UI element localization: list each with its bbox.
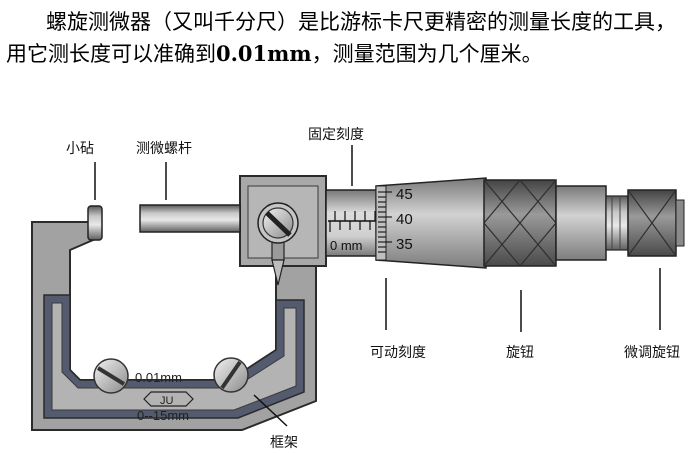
- knob[interactable]: [483, 179, 629, 267]
- label-anvil: 小砧: [66, 141, 94, 157]
- thimble: 45 40 35: [375, 177, 487, 269]
- label-frame: 框架: [270, 435, 298, 451]
- spindle: [139, 204, 241, 233]
- label-fixed-scale: 固定刻度: [308, 127, 364, 143]
- brand-logo-text: JU: [160, 395, 174, 407]
- intro-paragraph: 螺旋测微器（又叫千分尺）是比游标卡尺更精密的测量长度的工具，用它测长度可以准确到…: [6, 6, 686, 70]
- frame-leader: [253, 394, 288, 427]
- fixed-scale-ticks: [329, 211, 376, 232]
- frame-screw-left-icon: [93, 358, 129, 394]
- leader-lines: [94, 145, 661, 427]
- frame-inner-plate: [51, 302, 297, 411]
- thimble-scale-ticks: [378, 191, 392, 253]
- label-knob: 旋钮: [506, 345, 534, 361]
- thimble-number-35: 35: [396, 236, 413, 253]
- frame-resolution-text: 0.01mm: [135, 370, 182, 385]
- frame-screw-right-icon: [213, 357, 249, 393]
- sleeve-zero-label: 0 mm: [330, 238, 363, 253]
- intro-text-part1: 螺旋测微器（又叫千分尺）是比游标卡尺更精密的测量长度的工具，用它测长度可以准确到: [6, 10, 676, 66]
- label-fine-knob: 微调旋钮: [624, 345, 680, 361]
- lock-screw-icon: [257, 202, 299, 286]
- anvil: [87, 205, 103, 241]
- intro-precision: 0.01mm: [216, 41, 312, 66]
- label-spindle: 测微螺杆: [136, 141, 192, 157]
- intro-text-part2: ，测量范围为几个厘米。: [311, 42, 543, 66]
- label-movable-scale: 可动刻度: [370, 345, 426, 361]
- thimble-number-45: 45: [396, 186, 413, 203]
- brand-logo-icon: JU: [143, 391, 194, 407]
- frame-range-text: 0--15mm: [137, 408, 189, 423]
- fine-adjust-knob[interactable]: [627, 189, 685, 257]
- sleeve: 0 mm: [325, 189, 379, 257]
- thimble-number-40: 40: [396, 211, 413, 228]
